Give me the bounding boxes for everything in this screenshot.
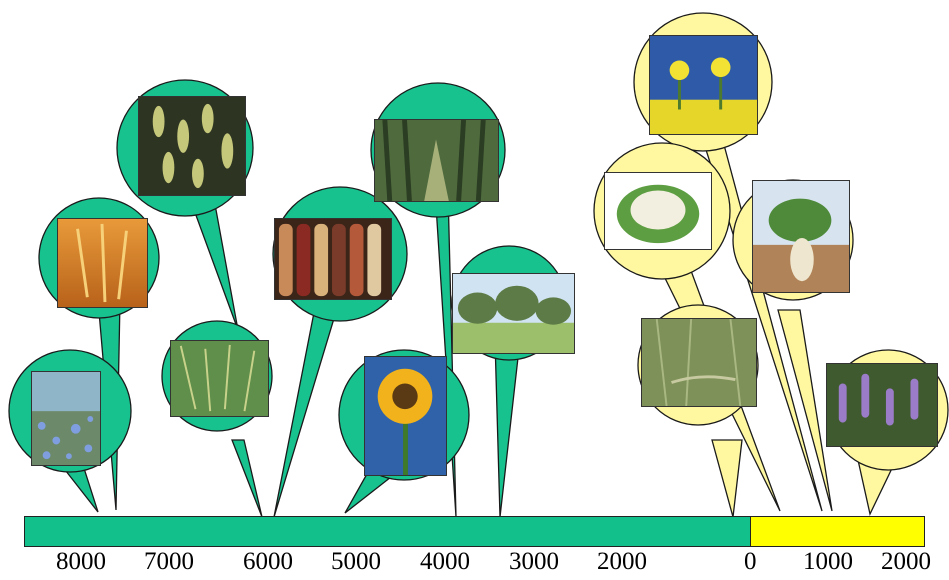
bc-timeline-bar xyxy=(24,516,751,547)
rye-grass-photo xyxy=(641,318,757,407)
tick-label-4000: 4000 xyxy=(420,548,470,576)
tick-label-5000: 5000 xyxy=(331,548,381,576)
lupin-flowers-photo xyxy=(826,363,938,447)
ad-timeline-bar xyxy=(750,516,925,547)
tick-label-2000-ad: 2000 xyxy=(881,548,931,576)
rice-plants-photo xyxy=(170,340,269,417)
tick-label-3000: 3000 xyxy=(509,548,559,576)
rapeseed-flowers-photo xyxy=(649,35,758,135)
sugar-beet-photo xyxy=(752,180,850,293)
tick-label-1000: 1000 xyxy=(803,548,853,576)
cauliflower-photo xyxy=(604,172,712,250)
soybean-pods-photo xyxy=(138,96,246,196)
sunflower-photo xyxy=(364,356,447,476)
tick-label-6000: 6000 xyxy=(243,548,293,576)
sugarcane-photo xyxy=(374,119,499,202)
flax-field-photo xyxy=(31,371,101,466)
tick-label-2000-bc: 2000 xyxy=(597,548,647,576)
olive-trees-photo xyxy=(452,273,575,354)
tick-label-7000: 7000 xyxy=(144,548,194,576)
tick-label-0: 0 xyxy=(744,548,757,576)
tick-label-8000: 8000 xyxy=(56,548,106,576)
maize-cobs-photo xyxy=(274,218,392,300)
wheat-photo xyxy=(57,218,148,308)
